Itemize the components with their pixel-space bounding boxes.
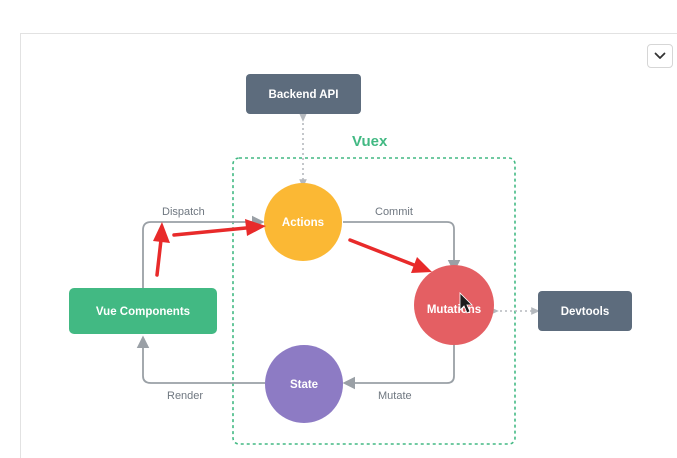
collapse-button[interactable] <box>647 44 673 68</box>
commit-label: Commit <box>375 206 413 218</box>
vue-components-label: Vue Components <box>96 306 190 318</box>
dispatch-label: Dispatch <box>162 206 205 218</box>
actions-node <box>264 183 342 261</box>
devtools-node <box>538 291 632 331</box>
annotation-arrow-up <box>153 222 170 277</box>
vuex-title: Vuex <box>352 133 388 150</box>
chevron-down-icon <box>654 52 666 59</box>
dispatch-arrow <box>142 215 265 288</box>
vue-components-node <box>69 288 217 334</box>
actions-label: Actions <box>282 217 324 229</box>
annotation-arrow-to-mutations <box>348 238 432 273</box>
state-label: State <box>290 379 318 391</box>
state-node <box>265 345 343 423</box>
commit-arrow <box>343 221 461 273</box>
mutate-arrow <box>342 343 455 390</box>
mutations-node <box>414 265 494 345</box>
backend-api-label: Backend API <box>269 89 339 101</box>
mutate-label: Mutate <box>378 390 412 402</box>
vuex-store-boundary <box>232 157 516 445</box>
backend-api-node <box>246 74 361 114</box>
mouse-pointer-icon <box>459 292 473 314</box>
devtools-label: Devtools <box>561 306 610 318</box>
mutations-label: Mutations <box>427 304 481 316</box>
annotation-arrow-to-actions <box>172 219 266 237</box>
render-label: Render <box>167 390 203 402</box>
render-arrow <box>136 335 265 384</box>
